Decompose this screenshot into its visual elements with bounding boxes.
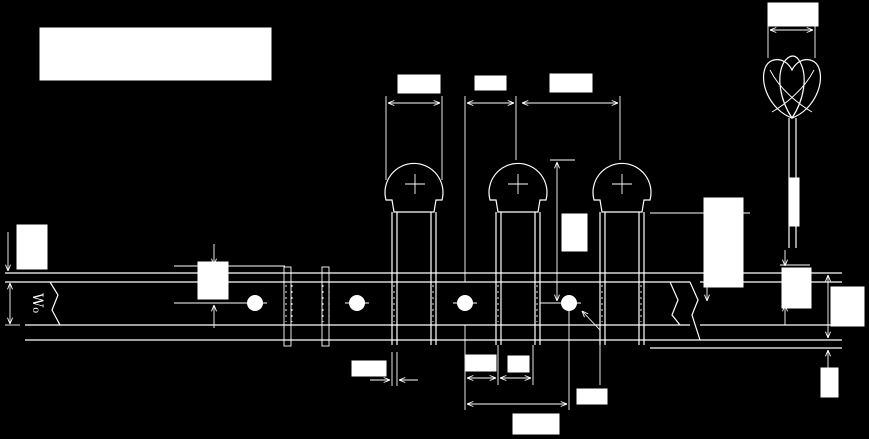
component-3 bbox=[592, 162, 652, 345]
dim-label-box bbox=[351, 360, 387, 377]
dim-label-box bbox=[397, 74, 441, 94]
dim-label-box bbox=[820, 367, 839, 398]
component-2 bbox=[488, 162, 548, 345]
dim-label-box bbox=[16, 224, 48, 270]
lead-thickness-dimension bbox=[351, 352, 418, 386]
dim-label-box bbox=[197, 261, 229, 300]
dim-label-box bbox=[781, 267, 812, 309]
bottom-dimensions bbox=[464, 311, 570, 435]
dim-label-box bbox=[507, 355, 530, 373]
top-dimensions bbox=[385, 73, 621, 282]
carrier-tape bbox=[5, 266, 842, 349]
w0-dimension: W₀ bbox=[5, 281, 45, 326]
tape-thickness-dimension bbox=[8, 224, 48, 271]
edge-distance-dimension bbox=[174, 244, 285, 328]
title-box bbox=[39, 27, 272, 81]
component-1 bbox=[384, 162, 444, 345]
component-height-dimension bbox=[650, 197, 750, 301]
sprocket-holes bbox=[243, 285, 581, 322]
dim-label-box bbox=[830, 286, 865, 327]
dim-label-box bbox=[474, 75, 507, 91]
w0-label: W₀ bbox=[29, 293, 45, 313]
body-height-dimension bbox=[550, 159, 588, 301]
hole-leader bbox=[576, 311, 608, 405]
dim-label-box bbox=[703, 197, 744, 288]
dim-label-box bbox=[561, 213, 588, 252]
dim-label-box bbox=[549, 73, 593, 93]
tape-width-dimension bbox=[820, 275, 865, 398]
dim-label-box bbox=[576, 388, 608, 405]
side-profile bbox=[762, 2, 822, 325]
dim-label-box bbox=[512, 413, 560, 435]
dim-label-box bbox=[465, 354, 497, 372]
dim-label-box bbox=[767, 2, 819, 27]
